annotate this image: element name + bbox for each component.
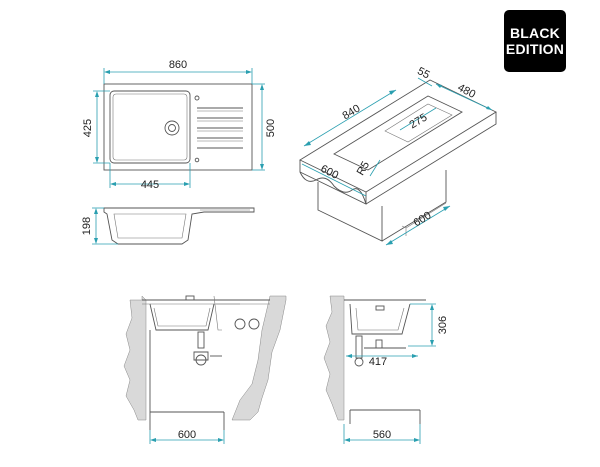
dim-bowl-445: 445: [109, 163, 191, 191]
dim-iso-55: 55: [415, 65, 433, 87]
side-wall: [323, 295, 345, 421]
dim-side-306: 306: [408, 303, 449, 347]
dim-side-560: 560: [343, 424, 421, 444]
side-install-view: 306 417 560: [323, 295, 449, 444]
dim-iso-side-600: 600: [385, 205, 451, 246]
dim-iso-r5: R5: [355, 159, 381, 178]
dim-iso-840: 840: [303, 89, 397, 147]
dim-label-198: 198: [81, 217, 93, 235]
badge-line-1: BLACK: [510, 25, 560, 41]
drainer-grooves: [197, 107, 243, 149]
iso-broken-edge: [299, 171, 367, 205]
top-view: 860 500 425 445: [82, 59, 277, 191]
drain-inner: [168, 124, 176, 132]
dim-label-560: 560: [373, 429, 391, 441]
front-bowl: [149, 303, 215, 331]
dim-label-55: 55: [415, 65, 431, 81]
front-siphon: [193, 331, 222, 366]
black-edition-badge: BLACK EDITION: [504, 10, 566, 72]
overflow-hole: [194, 157, 200, 163]
dim-height-198: 198: [81, 207, 118, 245]
dim-label-front-600: 600: [318, 163, 340, 182]
iso-cutout: [333, 95, 463, 171]
dim-label-500: 500: [265, 119, 277, 137]
dim-width-860: 860: [103, 59, 253, 84]
dim-label-front-600: 600: [178, 429, 196, 441]
dim-label-480: 480: [455, 82, 477, 101]
dim-label-860: 860: [169, 59, 187, 71]
dim-label-side-600: 600: [411, 210, 433, 230]
bowl-outline-top: [109, 90, 191, 164]
badge-line-2: EDITION: [505, 41, 565, 57]
drain-outer: [164, 120, 180, 136]
iso-view: 840 55 480 275 R5 600 600: [299, 65, 497, 246]
bowl-inner-top: [112, 93, 188, 161]
dim-label-425: 425: [82, 119, 94, 137]
sink-profile: [103, 207, 255, 245]
front-install-view: 600: [123, 295, 287, 444]
dim-label-306: 306: [437, 316, 449, 334]
tap-hole: [194, 95, 200, 101]
dim-label-417: 417: [369, 356, 387, 368]
dim-side-417: 417: [346, 354, 418, 368]
front-pipe-2: [248, 318, 260, 330]
dim-bowl-425: 425: [82, 90, 110, 164]
iso-cabinet-front: [317, 182, 383, 242]
iso-cabinet-side: [381, 170, 447, 242]
sink-outline-top: [103, 83, 253, 171]
dim-label-445: 445: [141, 179, 159, 191]
dim-iso-480: 480: [435, 82, 493, 111]
front-pipe-1: [234, 318, 246, 330]
side-siphon: [354, 335, 406, 367]
wall-left: [123, 295, 147, 421]
wall-right: [231, 295, 287, 421]
dim-front-600: 600: [149, 429, 225, 444]
dim-label-840: 840: [340, 103, 362, 123]
side-profile: 198: [81, 207, 255, 245]
dim-label-r5: R5: [355, 159, 372, 177]
side-bowl: [349, 303, 411, 335]
dim-depth-500: 500: [252, 83, 277, 171]
